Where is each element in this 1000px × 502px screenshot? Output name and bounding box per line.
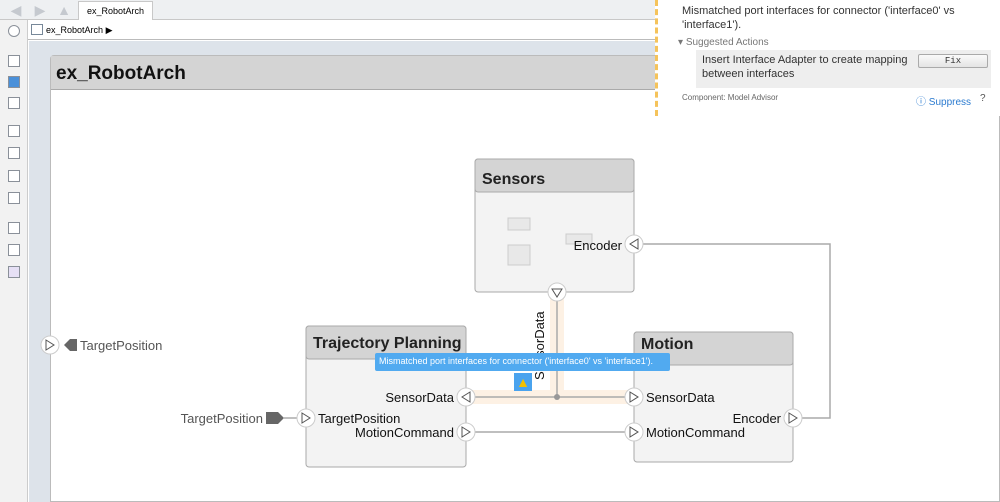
port-label: TargetPosition — [318, 411, 400, 426]
help-icon[interactable]: ? — [980, 93, 986, 104]
chevron-right-icon[interactable]: ▶ — [105, 25, 113, 35]
port-label: SensorData — [385, 390, 454, 405]
suggested-actions-label: Suggested Actions — [685, 37, 769, 48]
port-label: SensorData — [646, 390, 715, 405]
component-label: Component: Model Advisor — [682, 93, 779, 102]
suppress-icon: ⓘ — [916, 97, 926, 108]
breadcrumb-item[interactable]: ex_RobotArch — [46, 25, 104, 35]
port-trajectory-motioncommand[interactable] — [456, 422, 476, 442]
annotation-icon[interactable] — [8, 222, 20, 234]
port-trajectory-sensordata[interactable] — [456, 387, 476, 407]
port-motion-motioncommand[interactable] — [624, 422, 644, 442]
zoom-icon[interactable] — [8, 55, 20, 67]
tab-ex-robotarch[interactable]: ex_RobotArch — [78, 1, 154, 20]
action-text: Insert Interface Adapter to create mappi… — [702, 54, 908, 80]
port-label: Encoder — [574, 238, 623, 253]
component-icon[interactable] — [8, 125, 20, 137]
caret-down-icon: ▾ — [678, 37, 684, 48]
suggested-action: Insert Interface Adapter to create mappi… — [696, 50, 991, 88]
up-icon[interactable]: ▲ — [57, 2, 71, 18]
component-title: Sensors — [482, 171, 545, 188]
fit-view-icon[interactable] — [8, 76, 20, 88]
port-label: TargetPosition — [181, 411, 263, 426]
root-port-targetposition[interactable]: TargetPosition — [40, 335, 162, 355]
warning-icon[interactable]: ▲ — [514, 373, 532, 391]
component-title: Motion — [641, 336, 693, 353]
port-motion-encoder[interactable] — [783, 408, 803, 428]
variant-icon[interactable] — [8, 170, 20, 182]
thumbnail — [507, 217, 531, 231]
zoom-100-icon[interactable] — [8, 97, 20, 109]
left-toolbar — [0, 20, 28, 502]
component-trajectory-planning[interactable]: Trajectory Planning SensorData TargetPos… — [305, 325, 467, 468]
notification-panel: Mismatched port interfaces for connector… — [655, 0, 1000, 116]
thumbnail — [565, 233, 593, 245]
branch-point — [554, 394, 560, 400]
port-motion-sensordata[interactable] — [624, 387, 644, 407]
component-motion[interactable]: Motion SensorData MotionCommand Encoder — [633, 331, 794, 463]
inport-targetposition[interactable]: TargetPosition — [181, 411, 284, 426]
port-label: TargetPosition — [80, 338, 162, 353]
fix-button[interactable]: Fix — [918, 54, 988, 68]
suppress-link[interactable]: ⓘ Suppress — [916, 93, 971, 108]
tooltip: Mismatched port interfaces for connector… — [375, 353, 670, 371]
port-encoder[interactable] — [624, 234, 644, 254]
port-label: Encoder — [733, 411, 782, 426]
back-icon[interactable]: ◀ — [10, 2, 22, 18]
hide-browser-icon[interactable] — [8, 25, 20, 37]
port-label: MotionCommand — [646, 425, 745, 440]
port-label: MotionCommand — [355, 425, 454, 440]
port-sensordata-out[interactable] — [547, 282, 567, 302]
area-icon[interactable] — [8, 266, 20, 278]
image-icon[interactable] — [8, 244, 20, 256]
adapter-icon[interactable] — [8, 192, 20, 204]
connector-encoder[interactable] — [643, 243, 831, 419]
component-title: Trajectory Planning — [313, 335, 461, 352]
notification-message: Mismatched port interfaces for connector… — [682, 5, 955, 31]
component-sensors[interactable]: Sensors Encoder — [474, 158, 635, 293]
thumbnail — [507, 244, 531, 266]
reference-component-icon[interactable] — [8, 147, 20, 159]
suppress-label: Suppress — [928, 97, 972, 108]
suggested-actions-toggle[interactable]: ▾ Suggested Actions — [678, 37, 769, 48]
port-trajectory-targetposition[interactable] — [296, 408, 316, 428]
model-icon — [31, 24, 43, 35]
forward-icon[interactable]: ▶ — [34, 2, 46, 18]
